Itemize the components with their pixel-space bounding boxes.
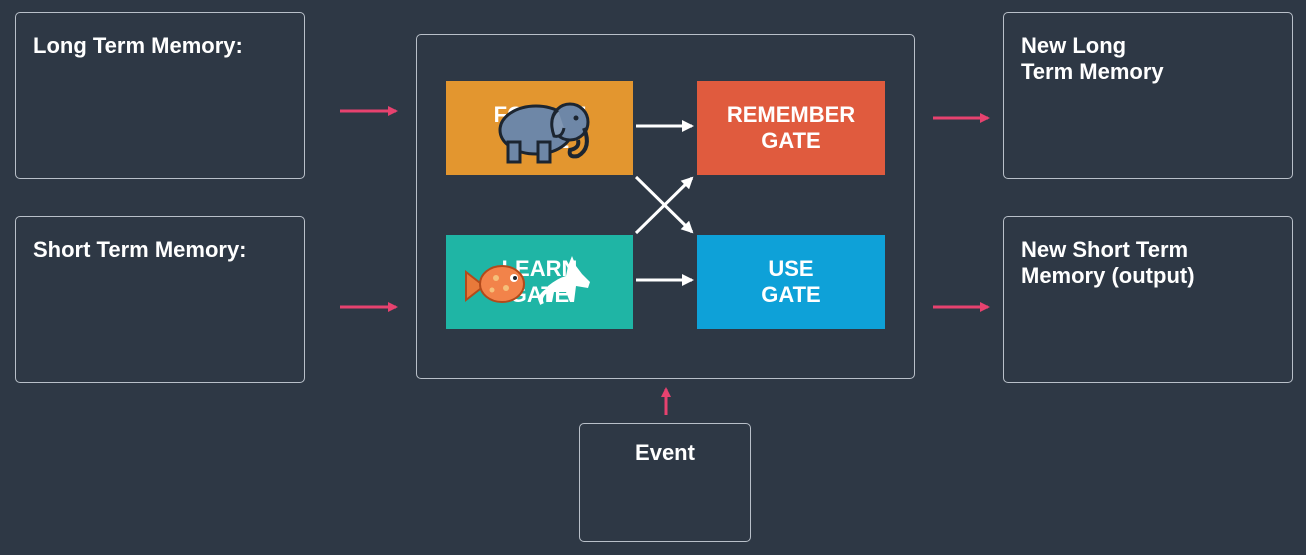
learn-to-remember-arrow <box>634 176 694 235</box>
new-long-term-memory-box: New Long Term Memory <box>1003 12 1293 179</box>
elephant-icon <box>498 102 590 164</box>
long-term-memory-label: Long Term Memory: <box>33 33 243 58</box>
remember-gate-label: REMEMBER GATE <box>726 102 856 153</box>
fish-and-wolf-icon <box>465 256 590 305</box>
new-short-term-memory-box: New Short Term Memory (output) <box>1003 216 1293 383</box>
event-box: Event <box>579 423 751 542</box>
new-short-term-memory-label: New Short Term Memory (output) <box>1021 237 1195 288</box>
short-term-memory-box: Short Term Memory: <box>15 216 305 383</box>
use-gate: USE GATE <box>697 235 885 329</box>
use-gate-label: USE GATE <box>761 256 821 307</box>
new-long-term-memory-label: New Long Term Memory <box>1021 33 1164 84</box>
remember-gate: REMEMBER GATE <box>697 81 885 175</box>
long-term-memory-box: Long Term Memory: <box>15 12 305 179</box>
lstm-cell-box <box>416 34 915 379</box>
short-term-memory-label: Short Term Memory: <box>33 237 247 262</box>
event-label: Event <box>635 440 695 465</box>
